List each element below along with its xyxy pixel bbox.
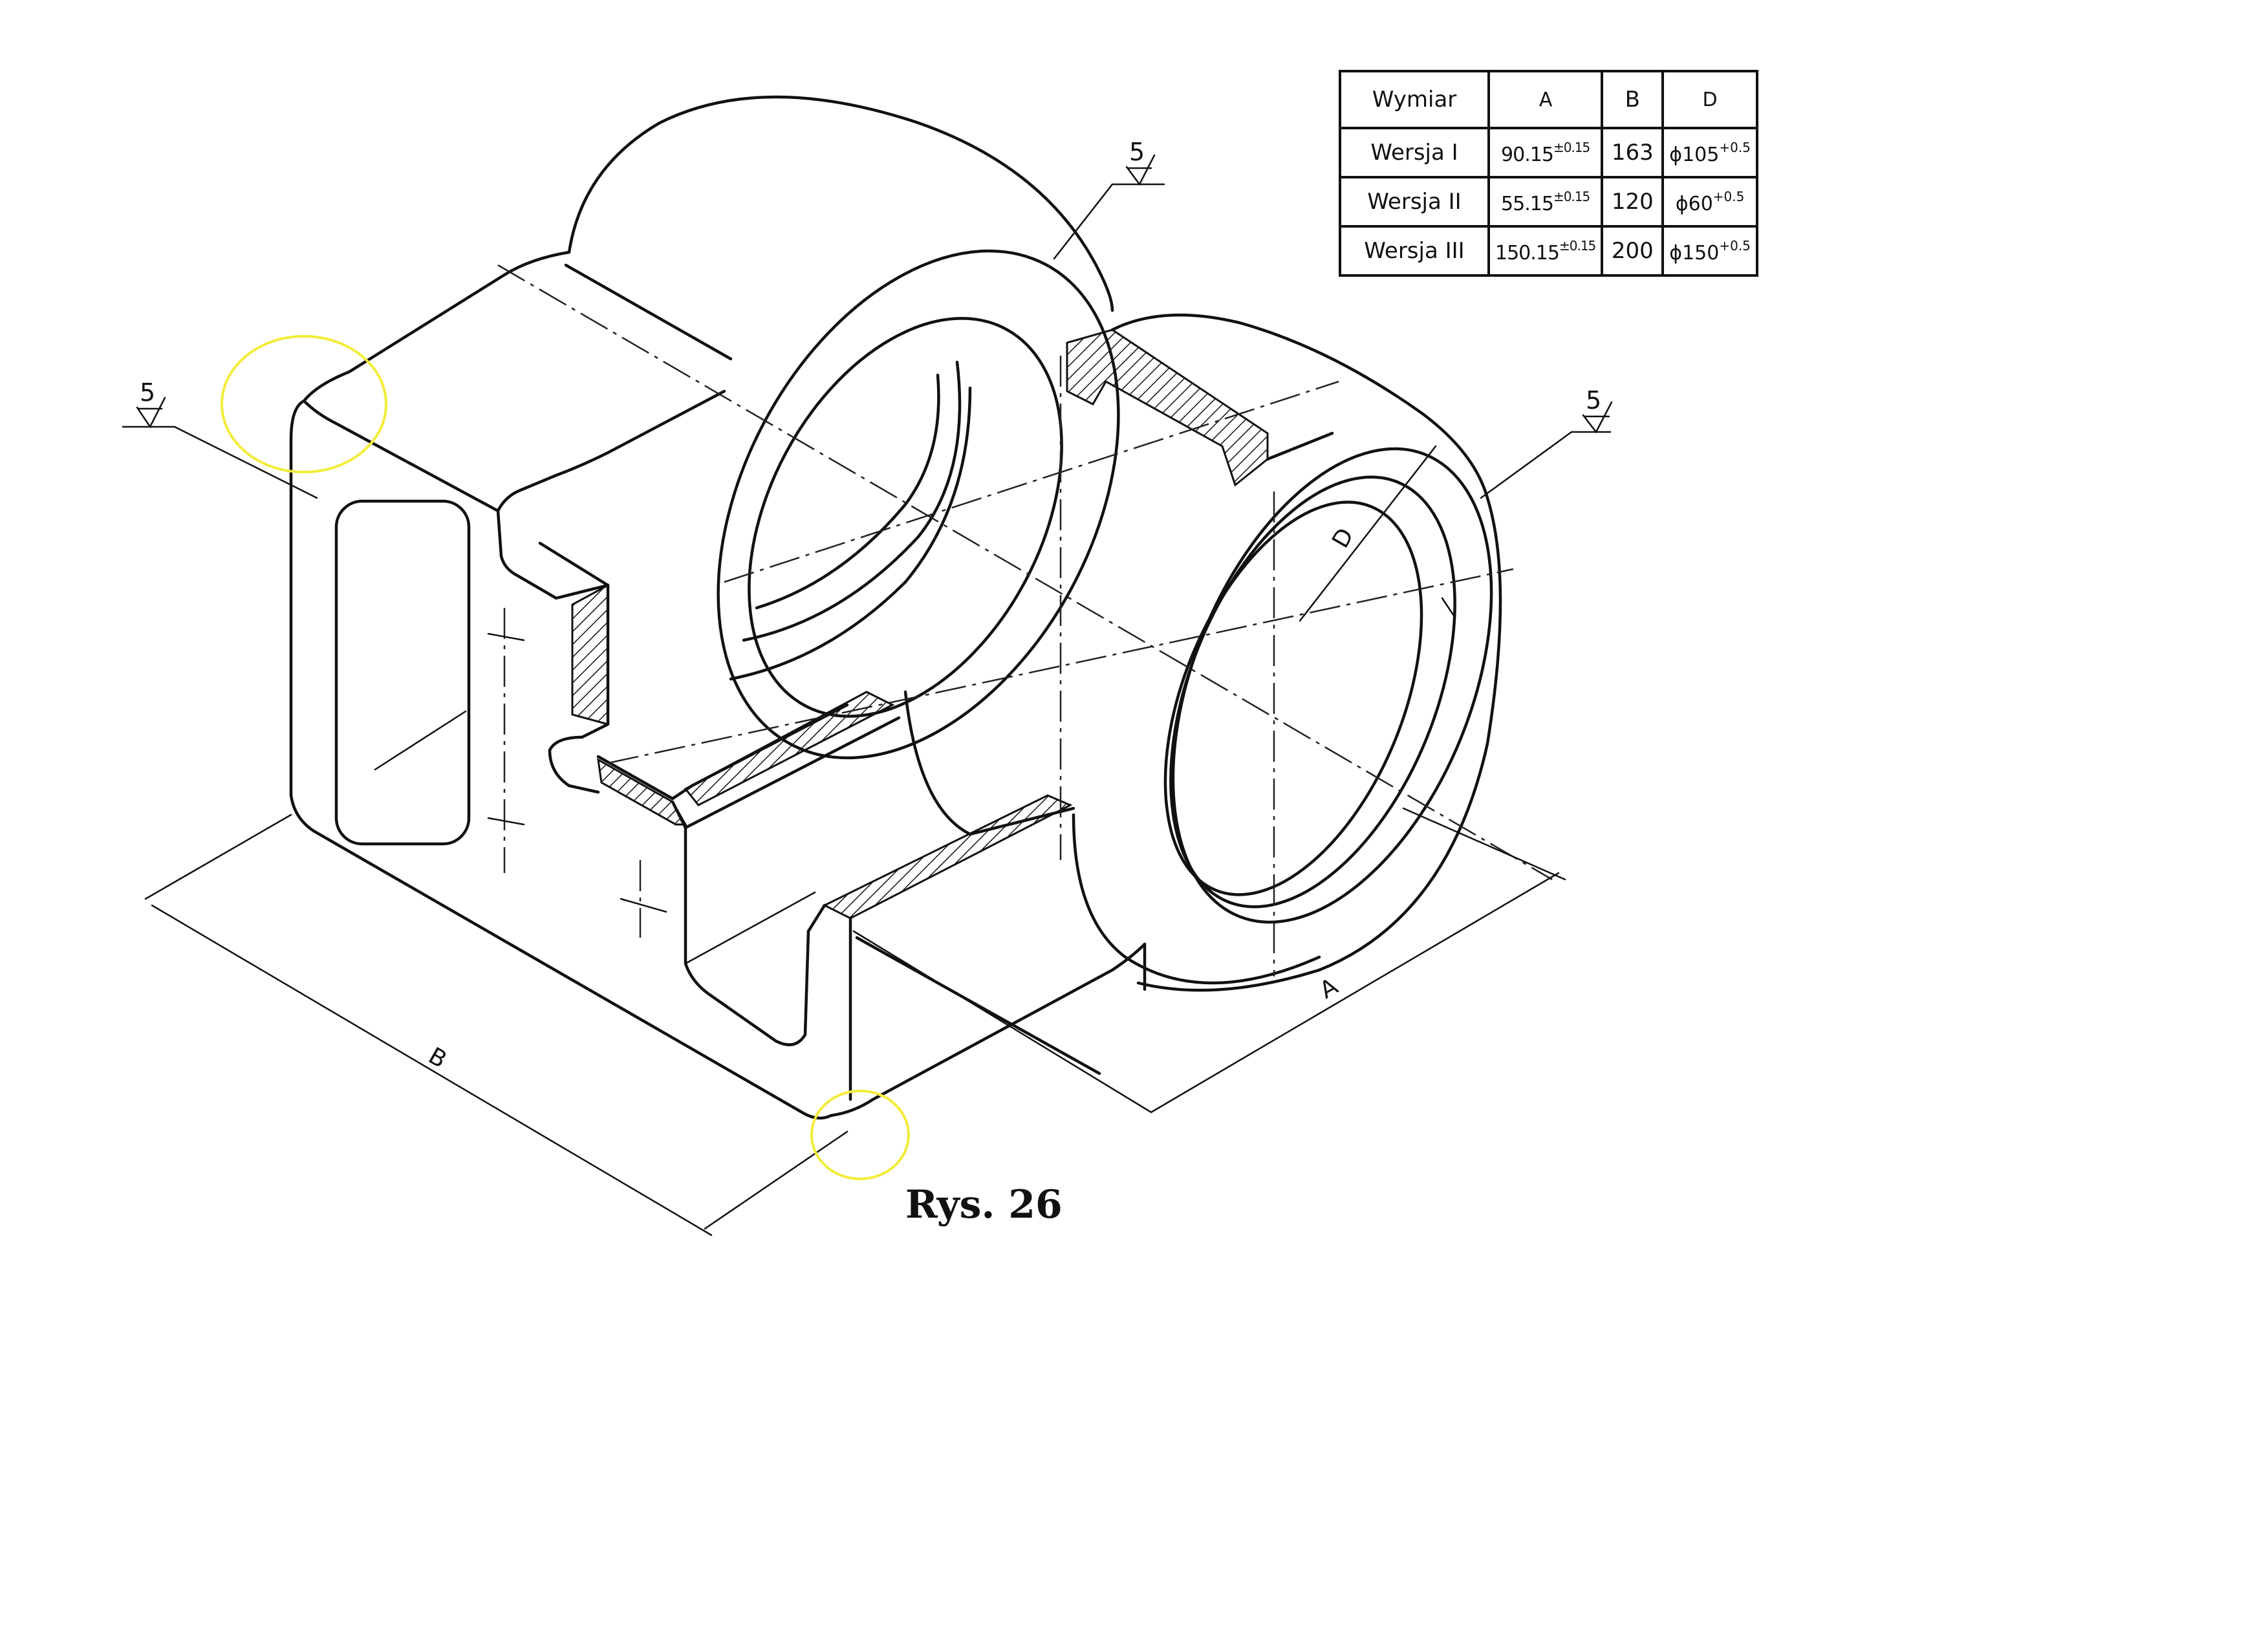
center-lines bbox=[487, 264, 1553, 976]
cell-d: ϕ105+0.5 bbox=[1661, 127, 1758, 178]
row-label: Wersja III bbox=[1339, 225, 1490, 277]
table-row: Wersja II 55.15±0.15 120 ϕ60+0.5 bbox=[1339, 176, 1758, 228]
cell-a: 90.15±0.15 bbox=[1487, 127, 1604, 178]
cell-a: 55.15±0.15 bbox=[1487, 176, 1604, 228]
drawing-sheet: B A D 5 5 5 Wymiar A B D Wersja I 90.15±… bbox=[122, 70, 1758, 1236]
roughness-symbol-top bbox=[1053, 154, 1165, 260]
table-header-d: D bbox=[1661, 70, 1758, 129]
housing-block bbox=[289, 250, 1147, 1120]
cell-b: 200 bbox=[1601, 225, 1665, 277]
cell-a: 150.15±0.15 bbox=[1487, 225, 1604, 277]
roughness-value-left: 5 bbox=[140, 378, 155, 407]
isometric-part-drawing: B A D 5 5 5 bbox=[122, 95, 1613, 1236]
row-label: Wersja II bbox=[1339, 176, 1490, 228]
dimension-label-d: D bbox=[1327, 524, 1359, 553]
table-row: Wersja III 150.15±0.15 200 ϕ150+0.5 bbox=[1339, 225, 1758, 277]
cell-d: ϕ60+0.5 bbox=[1661, 176, 1758, 228]
cell-d: ϕ150+0.5 bbox=[1661, 225, 1758, 277]
table-row: Wersja I 90.15±0.15 163 ϕ105+0.5 bbox=[1339, 127, 1758, 178]
roughness-value-top: 5 bbox=[1129, 138, 1145, 166]
roughness-value-right: 5 bbox=[1586, 386, 1601, 415]
roughness-symbol-right bbox=[1480, 401, 1613, 499]
highlight-circle-bottom bbox=[810, 1090, 910, 1180]
roughness-symbol-left bbox=[122, 396, 318, 499]
row-label: Wersja I bbox=[1339, 127, 1490, 178]
table-header-a: A bbox=[1487, 70, 1604, 129]
table-header-row: Wymiar A B D bbox=[1339, 70, 1758, 129]
cylindrical-hub bbox=[567, 95, 1502, 992]
highlight-circle-top bbox=[221, 335, 387, 473]
dimension-table: Wymiar A B D Wersja I 90.15±0.15 163 ϕ10… bbox=[1339, 70, 1758, 277]
cell-b: 163 bbox=[1601, 127, 1665, 178]
table-header-wymiar: Wymiar bbox=[1339, 70, 1490, 129]
figure-caption: Rys. 26 bbox=[905, 1182, 1063, 1227]
dimension-label-a: A bbox=[1315, 973, 1343, 1004]
cell-b: 120 bbox=[1601, 176, 1665, 228]
dimension-lines bbox=[144, 445, 1566, 1236]
table-header-b: B bbox=[1601, 70, 1665, 129]
